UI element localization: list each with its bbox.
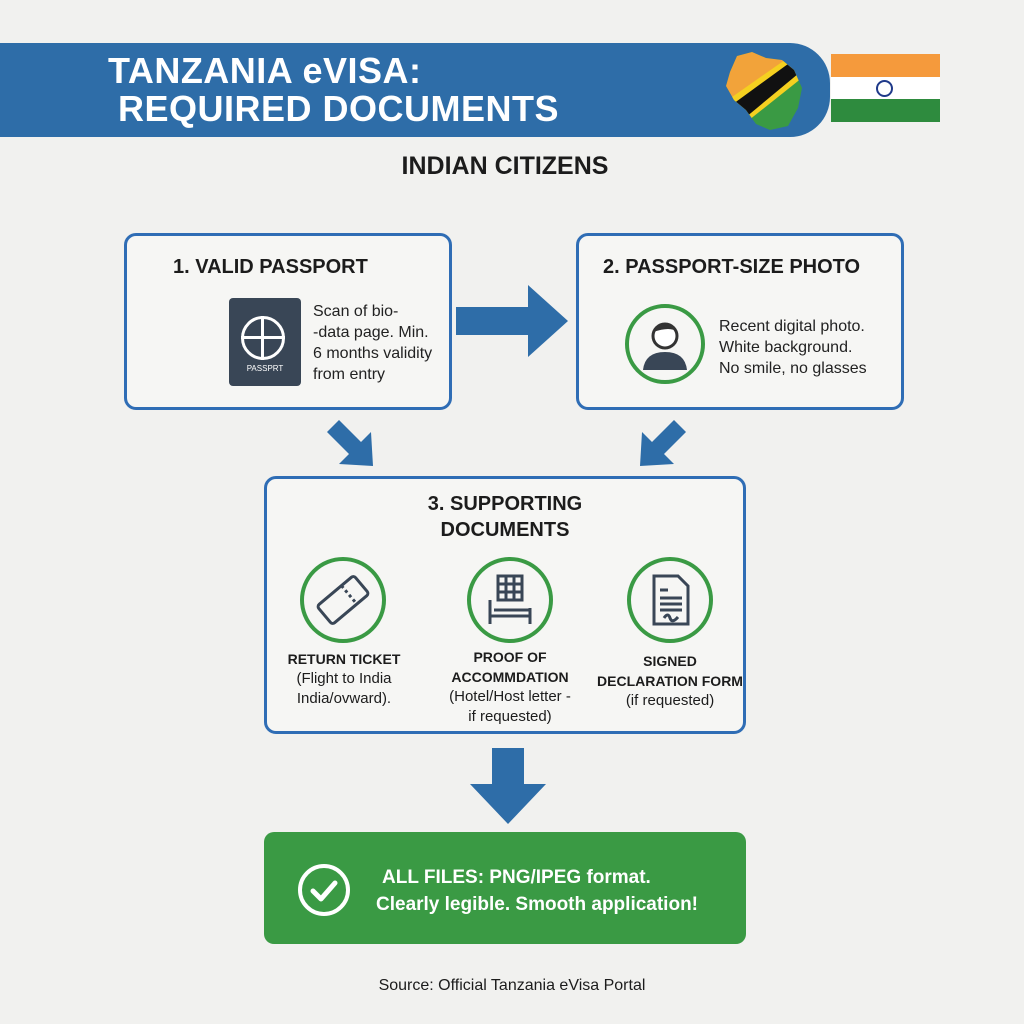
step-valid-passport: 1. VALID PASSPORT PASSPRT Scan of bio- -… (124, 233, 452, 410)
ticket-icon (300, 557, 386, 643)
item-title: SIGNED (643, 653, 697, 669)
title-line-2: REQUIRED DOCUMENTS (118, 88, 560, 129)
desc-line: Recent digital photo. (719, 318, 865, 335)
source-note: Source: Official Tanzania eVisa Portal (378, 977, 646, 994)
desc-line: Scan of bio- (313, 303, 399, 320)
item-line: (Hotel/Host letter - (449, 688, 571, 705)
arrow-down-left-icon (640, 420, 686, 466)
arrow-down-right-icon (327, 420, 373, 466)
check-circle-icon (298, 864, 350, 916)
item-line: (Flight to India (296, 670, 392, 687)
item-line: India/ovward). (296, 690, 392, 707)
step-title: 1. VALID PASSPORT (173, 256, 368, 278)
step-passport-photo: 2. PASSPORT-SIZE PHOTO Recent digital ph… (576, 233, 904, 410)
hotel-icon (467, 557, 553, 643)
subtitle: INDIAN CITIZENS (401, 152, 609, 180)
desc-line: -data page. Min. (313, 324, 429, 341)
item-signed-declaration: SIGNED DECLARATION FORM (if requested) (585, 651, 755, 711)
step-title: DOCUMENTS (440, 519, 570, 541)
person-icon (625, 304, 705, 384)
desc-line: White background. (719, 339, 853, 356)
title-line-1: TANZANIA eVISA: (108, 50, 422, 91)
item-title: DECLARATION FORM (597, 673, 743, 689)
final-line-1: ALL FILES: PNG/IPEG format. (382, 867, 651, 888)
final-note: ALL FILES: PNG/IPEG format. Clearly legi… (264, 832, 746, 944)
passport-label: PASSPRT (246, 364, 284, 373)
final-line-2: Clearly legible. Smooth application! (376, 894, 698, 915)
item-proof-of-accommodation: PROOF OF ACCOMMDATION (Hotel/Host letter… (425, 647, 595, 727)
passport-icon: PASSPRT (229, 298, 301, 386)
item-title: ACCOMMDATION (451, 669, 569, 685)
step-title: 2. PASSPORT-SIZE PHOTO (603, 256, 861, 278)
item-return-ticket: RETURN TICKET (Flight to India India/ovw… (259, 649, 429, 709)
india-flag-icon (831, 54, 940, 122)
arrow-down-icon (470, 748, 546, 824)
desc-line: from entry (313, 366, 386, 383)
item-title: PROOF OF (473, 649, 547, 665)
tanzania-map-icon (726, 52, 802, 130)
step-title: 3. SUPPORTING (427, 493, 583, 515)
step-supporting-documents: 3. SUPPORTING DOCUMENTS RETURN TICKET (F… (264, 476, 746, 734)
header-banner (0, 43, 830, 137)
arrow-right-icon (456, 285, 568, 357)
desc-line: 6 months validity (313, 345, 433, 362)
item-line: (if requested) (625, 692, 715, 709)
document-icon (627, 557, 713, 643)
item-title: RETURN TICKET (287, 651, 401, 667)
desc-line: No smile, no glasses (719, 360, 867, 377)
page-title: TANZANIA eVISA: REQUIRED DOCUMENTS (108, 52, 559, 128)
item-line: if requested) (468, 708, 552, 725)
